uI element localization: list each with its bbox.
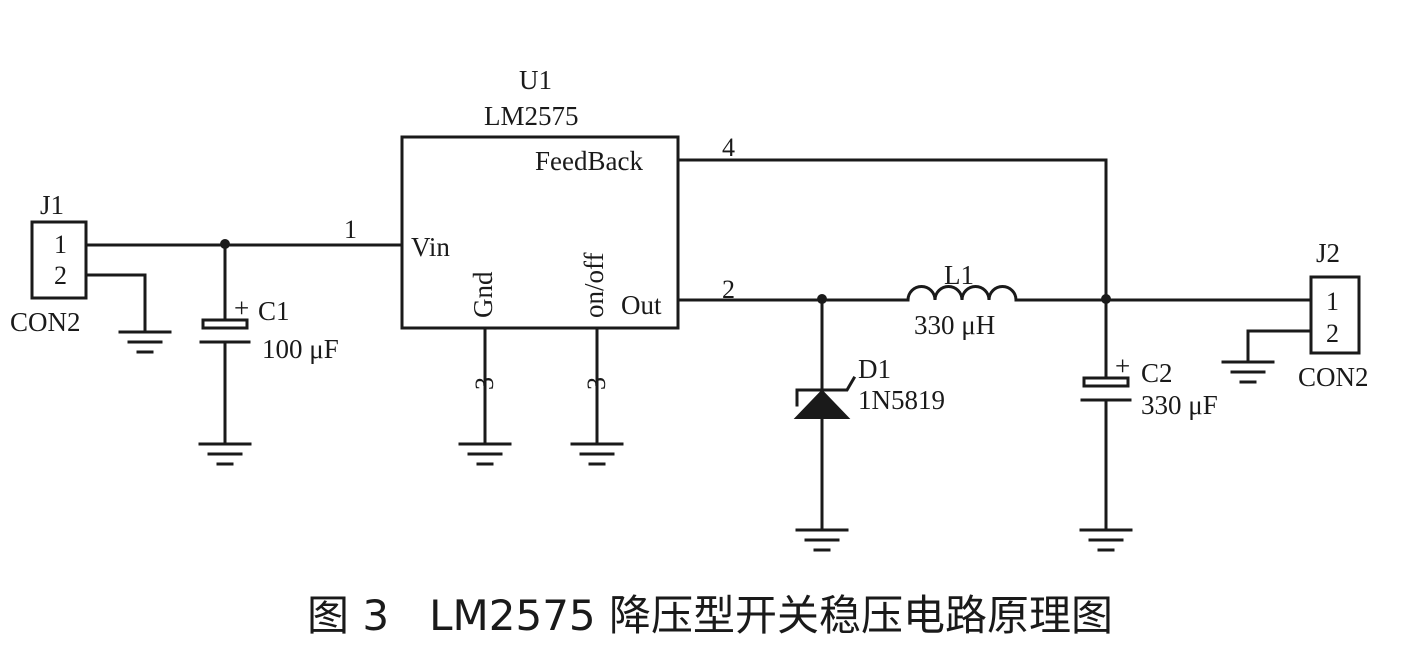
u1-ref-label: U1 <box>519 65 552 95</box>
j1-ref-label: J1 <box>40 190 64 220</box>
feedback-pin-number: 4 <box>722 133 735 162</box>
ground-icon <box>1221 360 1275 384</box>
gnd-pin-number: 3 <box>470 377 499 390</box>
ground-icon <box>795 528 849 552</box>
capacitor-c2: + C2 330 μF <box>1080 298 1218 530</box>
u1-gnd-pin-label: Gnd <box>468 271 498 318</box>
j2-pin1-label: 1 <box>1326 287 1339 316</box>
u1-feedback-pin-label: FeedBack <box>535 146 643 176</box>
l1-value-label: 330 μH <box>914 310 995 340</box>
connector-j2: J2 1 2 CON2 <box>1298 238 1369 392</box>
c1-value-label: 100 μF <box>262 334 339 364</box>
ground-icon <box>118 330 172 354</box>
capacitor-c1: + C1 100 μF <box>199 242 339 444</box>
out-pin-number: 2 <box>722 275 735 304</box>
c1-ref-label: C1 <box>258 296 290 326</box>
figure-caption: 图 3 LM2575 降压型开关稳压电路原理图 <box>307 591 1113 640</box>
l1-ref-label: L1 <box>944 260 974 290</box>
j2-part-label: CON2 <box>1298 362 1369 392</box>
d1-part-label: 1N5819 <box>858 385 945 415</box>
u1-onoff-pin-label: on/off <box>579 252 609 318</box>
u1-out-pin-label: Out <box>621 290 662 320</box>
vin-pin-number: 1 <box>344 215 357 244</box>
ground-icon <box>458 442 512 466</box>
c2-plus-sign: + <box>1115 351 1130 381</box>
ground-icon <box>198 442 252 466</box>
ic-u1: U1 LM2575 FeedBack Vin Out Gnd on/off <box>400 65 680 330</box>
j1-pin1-label: 1 <box>54 230 67 259</box>
connector-j1: J1 1 2 CON2 <box>10 190 88 337</box>
j2-ground-wire <box>1246 329 1313 362</box>
onoff-pin-number: 3 <box>582 377 611 390</box>
c2-value-label: 330 μF <box>1141 390 1218 420</box>
c2-ref-label: C2 <box>1141 358 1173 388</box>
j1-ground-wire <box>84 273 147 332</box>
j1-part-label: CON2 <box>10 307 81 337</box>
j2-ref-label: J2 <box>1316 238 1340 268</box>
diode-d1: D1 1N5819 <box>793 297 945 530</box>
feedback-wire <box>676 158 1108 302</box>
inductor-l1: L1 330 μH <box>906 260 1018 340</box>
u1-vin-pin-label: Vin <box>411 232 450 262</box>
u1-part-label: LM2575 <box>484 101 579 131</box>
ground-icon <box>570 442 624 466</box>
d1-ref-label: D1 <box>858 354 891 384</box>
ground-icon <box>1079 528 1133 552</box>
j1-pin2-label: 2 <box>54 261 67 290</box>
c1-plus-sign: + <box>234 293 249 323</box>
j2-pin2-label: 2 <box>1326 319 1339 348</box>
